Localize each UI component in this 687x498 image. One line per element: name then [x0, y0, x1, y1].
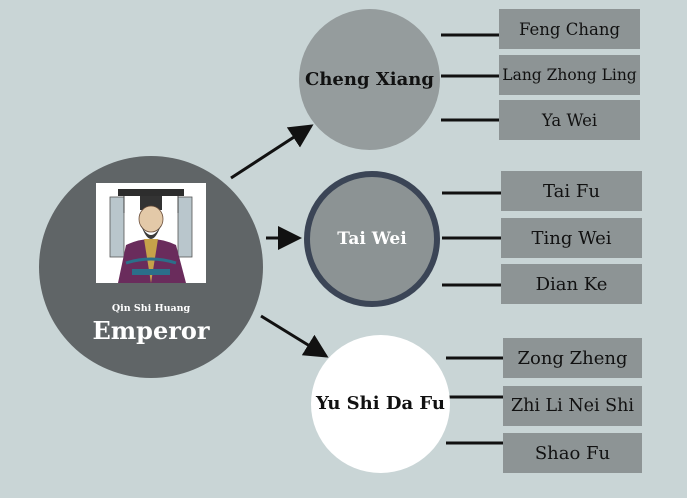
arrow-to-cheng-xiang: [230, 124, 314, 180]
subordinate-box: Feng Chang: [499, 9, 640, 49]
subordinate-box: Ya Wei: [499, 100, 640, 140]
emperor-title: Emperor: [92, 316, 210, 345]
emperor-portrait: [96, 183, 206, 283]
subordinate-box: Shao Fu: [503, 433, 642, 473]
official-label: Yu Shi Da Fu: [316, 393, 445, 415]
subordinate-box: Ting Wei: [501, 218, 642, 258]
subordinate-box: Dian Ke: [501, 264, 642, 304]
subordinate-box: Zhi Li Nei Shi: [503, 386, 642, 426]
official-tai-wei: Tai Wei: [304, 171, 440, 307]
emperor-name: Qin Shi Huang: [111, 303, 191, 314]
emperor-node: Qin Shi Huang Emperor: [39, 156, 263, 378]
official-label: Cheng Xiang: [305, 68, 434, 90]
arrow-to-yu-shi-da-fu: [260, 314, 329, 358]
subordinate-box: Zong Zheng: [503, 338, 642, 378]
official-cheng-xiang: Cheng Xiang: [299, 9, 440, 150]
official-label: Tai Wei: [337, 228, 407, 249]
subordinate-box: Tai Fu: [501, 171, 642, 211]
official-yu-shi-da-fu: Yu Shi Da Fu: [311, 335, 450, 473]
subordinate-box: Lang Zhong Ling: [499, 55, 640, 95]
